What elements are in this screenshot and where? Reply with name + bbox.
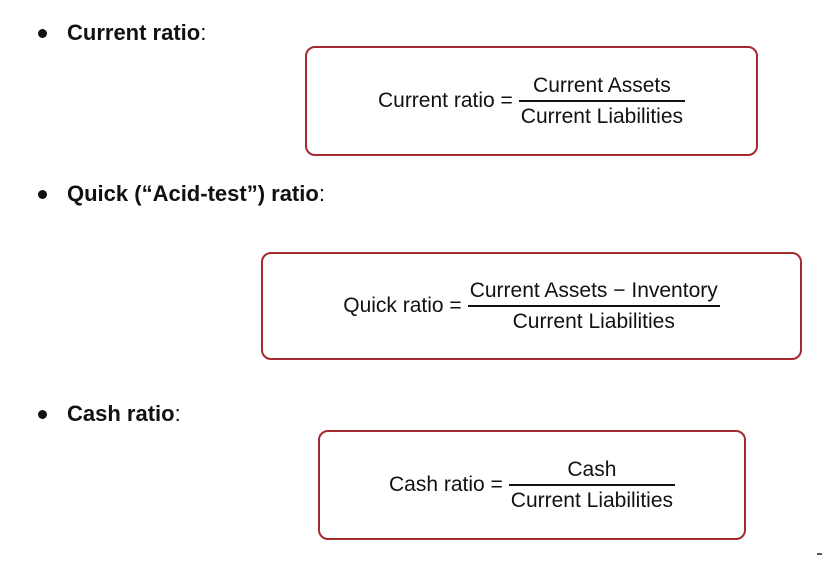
formula-box-quick-ratio: Quick ratio = Current Assets − Inventory… [261,252,802,360]
formula-box-current-ratio: Current ratio = Current Assets Current L… [305,46,758,156]
fraction-denominator: Current Liabilities [510,488,674,512]
formula-box-cash-ratio: Cash ratio = Cash Current Liabilities [318,430,746,540]
heading-current-ratio: Current ratio [67,20,201,45]
formula-lhs: Cash ratio = [388,473,503,496]
bullet-current-ratio: Current ratio : [38,20,206,46]
fraction-bar [508,484,676,486]
fraction-bar [467,305,720,307]
heading-colon: : [318,181,325,206]
fraction: Current Assets − Inventory Current Liabi… [467,278,720,334]
heading-colon: : [200,20,207,45]
corner-mark [817,553,822,555]
bullet-dot [38,189,47,199]
heading-quick-ratio: Quick (“Acid-test”) ratio [67,181,319,206]
heading-cash-ratio: Cash ratio [67,401,175,426]
fraction-numerator: Current Assets [533,74,671,98]
fraction: Current Assets Current Liabilities [518,73,686,129]
fraction-denominator: Current Liabilities [512,309,675,333]
bullet-cash-ratio: Cash ratio : [38,401,181,427]
bullet-dot [38,28,47,38]
fraction: Cash Current Liabilities [508,457,676,513]
bullet-dot [38,409,47,419]
heading-colon: : [174,401,181,426]
formula-lhs: Quick ratio = [343,294,462,317]
fraction-denominator: Current Liabilities [520,104,684,128]
bullet-quick-ratio: Quick (“Acid-test”) ratio : [38,181,325,207]
fraction-bar [518,100,686,102]
fraction-numerator: Current Assets − Inventory [469,279,718,303]
formula-lhs: Current ratio = [377,89,513,112]
fraction-numerator: Cash [567,458,617,482]
